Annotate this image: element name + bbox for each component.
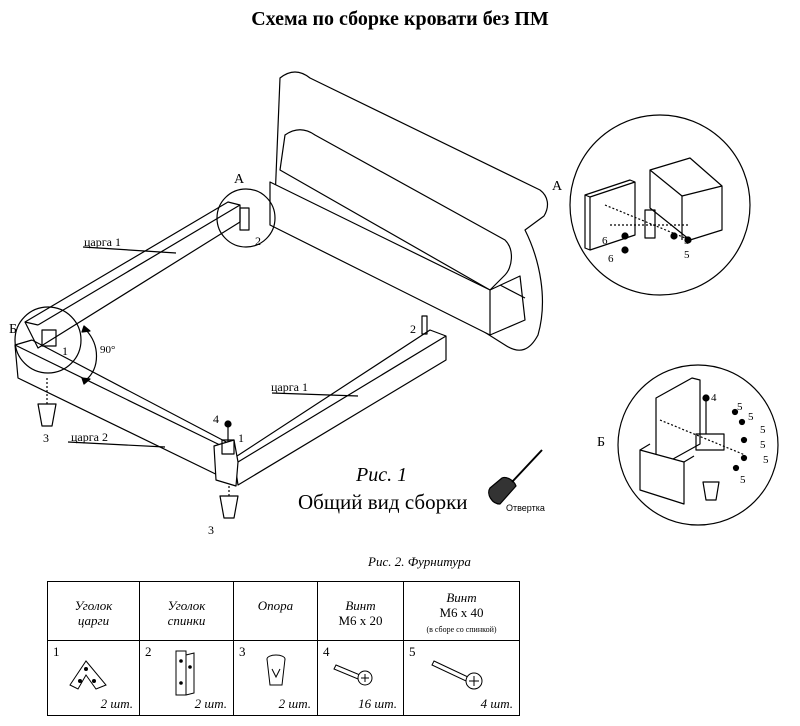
screwdriver-label: Отвертка (506, 503, 545, 513)
label-n1a: 1 (62, 344, 68, 358)
callout-a: А (234, 172, 245, 187)
detail-a-n6a: 6 (602, 235, 608, 247)
hw-item-cell: 2 2 шт. (139, 640, 234, 716)
label-n2a: 2 (255, 234, 261, 248)
screw-long-icon (431, 660, 483, 690)
rail-right (233, 329, 447, 486)
corner-bracket-icon (69, 660, 107, 690)
label-n1b: 1 (238, 431, 244, 445)
hw-item-cell: 4 16 шт. (317, 640, 404, 716)
screwdriver-icon (488, 449, 543, 505)
leg-icon (266, 654, 286, 686)
detail-a-circle (569, 114, 751, 296)
headboard (269, 71, 549, 351)
label-tsarga1-back: царга 1 (84, 235, 121, 249)
label-n3a: 3 (43, 431, 49, 445)
page-title: Схема по сборке кровати без ПМ (251, 8, 549, 30)
detail-b-n4: 4 (711, 392, 717, 404)
label-n2b: 2 (410, 322, 416, 336)
rail-back (24, 201, 241, 349)
detail-a-n5a: 5 (684, 235, 690, 247)
detail-a-n5b: 5 (684, 249, 690, 261)
detail-b-n5b: 5 (748, 411, 754, 423)
detail-a-n6b: 6 (608, 253, 614, 265)
label-angle: 90° (100, 344, 115, 356)
callout-b: Б (9, 322, 17, 337)
figure2-caption: Рис. 2. Фурнитура (368, 554, 471, 569)
rail-foot (14, 339, 233, 483)
label-tsarga1-side: царга 1 (271, 380, 308, 394)
detail-b-circle (617, 364, 779, 526)
detail-b-n5a: 5 (737, 401, 743, 413)
figure1-subtitle: Общий вид сборки (298, 490, 468, 514)
label-n4: 4 (213, 412, 219, 426)
detail-a-title: А (552, 179, 563, 194)
hw-item-cell: 3 2 шт. (233, 640, 318, 716)
label-n3b: 3 (208, 523, 214, 537)
assembly-drawing: царга 1 царга 1 царга 2 90° А Б 2 2 1 1 … (9, 71, 779, 537)
hw-name-cell: Опора (233, 581, 318, 641)
detail-b-n5f: 5 (740, 474, 746, 486)
detail-b-title: Б (597, 435, 605, 450)
hw-item-cell: 5 4 шт. (403, 640, 520, 716)
screw-short-icon (333, 664, 373, 686)
hw-item-cell: 1 2 шт. (47, 640, 140, 716)
detail-b-n5c: 5 (760, 424, 766, 436)
figure1-caption: Рис. 1 (356, 464, 408, 486)
label-tsarga2: царга 2 (71, 430, 108, 444)
detail-b-n5d: 5 (760, 439, 766, 451)
back-bracket-icon (175, 650, 195, 696)
detail-b-n5e: 5 (763, 454, 769, 466)
